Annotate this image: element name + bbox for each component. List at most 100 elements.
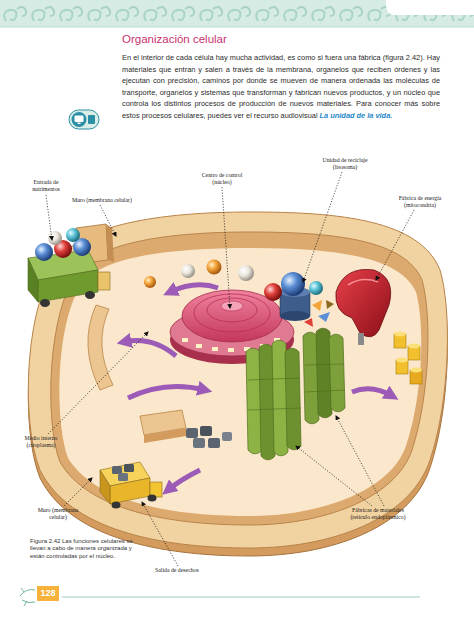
header-band <box>0 0 474 27</box>
lysosome <box>280 311 310 321</box>
nucleus <box>207 298 257 322</box>
transport-arrows <box>352 389 392 396</box>
lysosome <box>304 318 313 327</box>
nucleus <box>228 348 234 352</box>
header-band <box>0 27 474 28</box>
leader-lines <box>48 332 148 434</box>
mitochondrion <box>348 280 378 285</box>
page-footer <box>20 586 420 606</box>
media-icon <box>72 112 87 127</box>
callout-label: Medio interno (citoplasma) <box>20 435 62 449</box>
transport-arrows <box>128 386 205 398</box>
nucleus <box>212 347 218 351</box>
leader-lines <box>46 195 52 240</box>
media-icon <box>69 110 99 129</box>
callout-label: Salida de desechos <box>155 567 225 574</box>
lysosome <box>264 272 334 327</box>
energy-barrels <box>394 332 422 385</box>
callout-label: Muro (membrana celular) <box>72 197 147 204</box>
leader-lines <box>336 416 384 506</box>
page-number: 128 <box>37 588 59 599</box>
body-text: En el interior de cada célula hay mucha … <box>122 53 440 120</box>
mitochondrion <box>358 333 364 345</box>
waste-bins <box>222 432 232 441</box>
endoplasmic-reticulum <box>329 334 345 412</box>
header-band <box>0 0 474 27</box>
media-icon <box>69 110 99 129</box>
lysosome <box>326 300 334 309</box>
callout-label: Unidad de reciclaje (lisosoma) <box>316 157 374 171</box>
cytoplasm-floor <box>59 248 421 516</box>
cell-wall <box>28 212 447 548</box>
media-icon <box>75 116 84 123</box>
nucleus <box>221 301 243 311</box>
waste-truck <box>124 464 134 472</box>
nutrient-spheres <box>238 265 254 281</box>
waste-truck <box>100 470 110 504</box>
nutrient-truck <box>35 243 53 261</box>
figure-caption: Figura 2.42 Las funciones celulares se l… <box>30 538 140 560</box>
resource-link: La unidad de la vida. <box>320 111 393 120</box>
waste-bins <box>200 426 212 436</box>
lysosome <box>312 300 322 311</box>
endoplasmic-reticulum <box>248 364 345 410</box>
page-footer <box>37 586 59 601</box>
nutrient-truck <box>48 231 62 245</box>
nutrient-truck <box>38 270 98 302</box>
nucleus <box>196 344 202 348</box>
waste-bins <box>186 428 198 438</box>
nutrient-truck <box>28 258 38 302</box>
media-icon <box>78 123 81 125</box>
lysosome <box>264 283 282 301</box>
leader-lines <box>296 446 372 506</box>
nutrient-truck <box>28 228 110 307</box>
nutrient-spheres <box>181 264 195 278</box>
waste-bins <box>193 438 205 448</box>
callout-label: Muro (membrana celular) <box>36 507 80 521</box>
nucleus <box>194 294 270 332</box>
cell-wall <box>28 212 447 556</box>
nutrient-spheres <box>207 260 222 275</box>
lysosome <box>281 272 305 296</box>
waste-truck <box>118 473 128 481</box>
header-band <box>386 0 474 15</box>
waste-bins <box>208 438 220 448</box>
leader-lines <box>222 187 230 308</box>
nutrient-truck <box>66 228 80 242</box>
mitochondrion <box>336 269 391 345</box>
waste-truck <box>100 462 162 509</box>
waste-bins <box>186 426 232 448</box>
waste-truck <box>112 466 122 474</box>
callout-label: Fábricas de materiales (retículo endoplá… <box>348 507 408 521</box>
page-footer <box>20 588 35 606</box>
endoplasmic-reticulum <box>285 348 301 450</box>
page-title: Organización celular <box>122 33 422 45</box>
leader-lines <box>64 478 92 506</box>
inner-partition <box>88 305 113 390</box>
media-icon <box>88 115 95 124</box>
leader-lines <box>303 172 342 282</box>
nucleus <box>182 338 188 342</box>
callout-label: Fábrica de energía (mitocondria) <box>392 195 448 209</box>
leader-lines <box>46 172 414 566</box>
waste-truck <box>110 478 150 504</box>
nutrient-truck <box>85 291 95 299</box>
waste-truck <box>112 502 121 509</box>
entry-gate <box>106 224 114 262</box>
cell-wall <box>51 232 428 525</box>
callout-label: Centro de control (núcleo) <box>196 172 248 186</box>
header-band <box>0 0 474 27</box>
lysosome <box>309 281 323 295</box>
nutrient-spheres <box>144 276 156 288</box>
nutrient-truck <box>98 272 110 290</box>
leader-lines <box>376 210 414 280</box>
energy-barrels <box>410 368 422 373</box>
callout-label: Entrada de nutrimentos <box>26 179 66 193</box>
lysosome <box>318 312 330 322</box>
leader-lines <box>142 502 178 566</box>
transport-arrows <box>124 285 392 490</box>
cytoplasm-floor <box>59 248 421 516</box>
energy-barrels <box>394 332 406 337</box>
